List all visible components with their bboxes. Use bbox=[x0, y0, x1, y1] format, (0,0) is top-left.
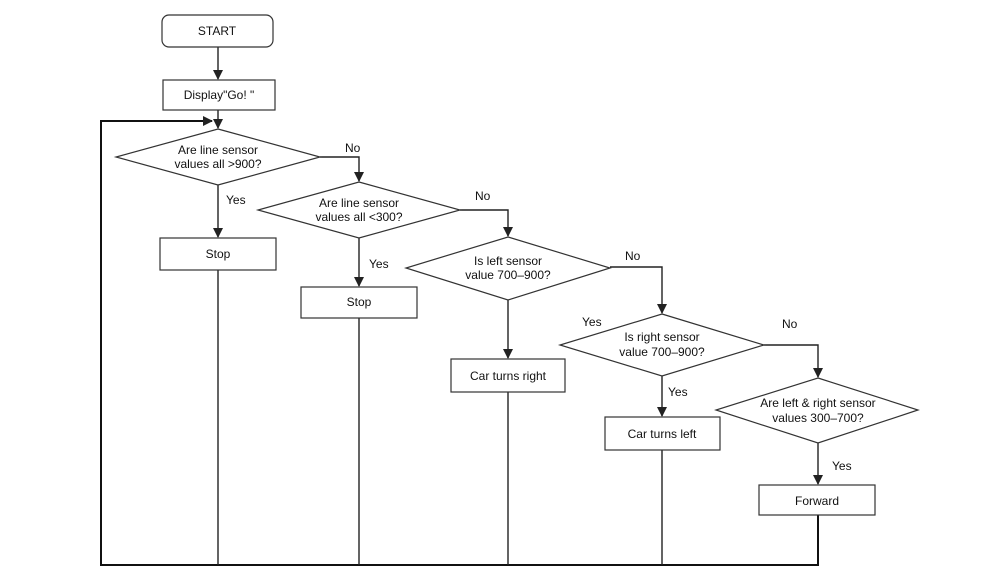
decision-both-sensors-line-2: values 300–700? bbox=[772, 411, 864, 425]
stop-node-1: Stop bbox=[159, 237, 277, 271]
forward-node: Forward bbox=[758, 484, 876, 516]
edge-label-yes: Yes bbox=[668, 385, 688, 399]
decision-all-below-300: Are line sensor values all <300? bbox=[255, 181, 463, 239]
decision-all-above-900-line-2: values all >900? bbox=[174, 157, 261, 171]
start-label: START bbox=[198, 24, 237, 38]
edge-label-yes: Yes bbox=[226, 193, 246, 207]
decision-all-below-300-line-2: values all <300? bbox=[315, 210, 402, 224]
stop-node-2: Stop bbox=[300, 286, 418, 319]
turn-left-label: Car turns left bbox=[628, 427, 697, 441]
edge-label-yes: Yes bbox=[369, 257, 389, 271]
decision-right-sensor-line-2: value 700–900? bbox=[619, 345, 705, 359]
turn-left-node: Car turns left bbox=[604, 416, 721, 451]
stop-label-2: Stop bbox=[347, 295, 372, 309]
decision-all-above-900-line-1: Are line sensor bbox=[178, 143, 258, 157]
decision-left-sensor-line-2: value 700–900? bbox=[465, 268, 551, 282]
edge-label-no: No bbox=[345, 141, 361, 155]
flow-connectors bbox=[213, 47, 823, 565]
start-node: START bbox=[161, 14, 274, 48]
decision-both-sensors-line-1: Are left & right sensor bbox=[760, 396, 875, 410]
edge-labels: Yes No Yes No Yes No Yes No Yes bbox=[226, 141, 852, 473]
display-label: Display"Go! " bbox=[184, 88, 255, 102]
decision-both-sensors: Are left & right sensor values 300–700? bbox=[714, 377, 920, 444]
decision-right-sensor: Is right sensor value 700–900? bbox=[557, 313, 767, 377]
edge-label-no: No bbox=[625, 249, 641, 263]
decision-left-sensor: Is left sensor value 700–900? bbox=[403, 236, 613, 301]
forward-label: Forward bbox=[795, 494, 839, 508]
display-node: Display"Go! " bbox=[162, 79, 276, 111]
edge-label-yes: Yes bbox=[832, 459, 852, 473]
edge-label-yes: Yes bbox=[582, 315, 602, 329]
turn-right-node: Car turns right bbox=[450, 358, 566, 393]
decision-right-sensor-line-1: Is right sensor bbox=[624, 330, 699, 344]
decision-all-below-300-line-1: Are line sensor bbox=[319, 196, 399, 210]
edge-label-no: No bbox=[475, 189, 491, 203]
turn-right-label: Car turns right bbox=[470, 369, 547, 383]
decision-all-above-900: Are line sensor values all >900? bbox=[113, 128, 323, 186]
loop-back-line bbox=[100, 116, 819, 566]
decision-left-sensor-line-1: Is left sensor bbox=[474, 254, 542, 268]
stop-label-1: Stop bbox=[206, 247, 231, 261]
edge-label-no: No bbox=[782, 317, 798, 331]
